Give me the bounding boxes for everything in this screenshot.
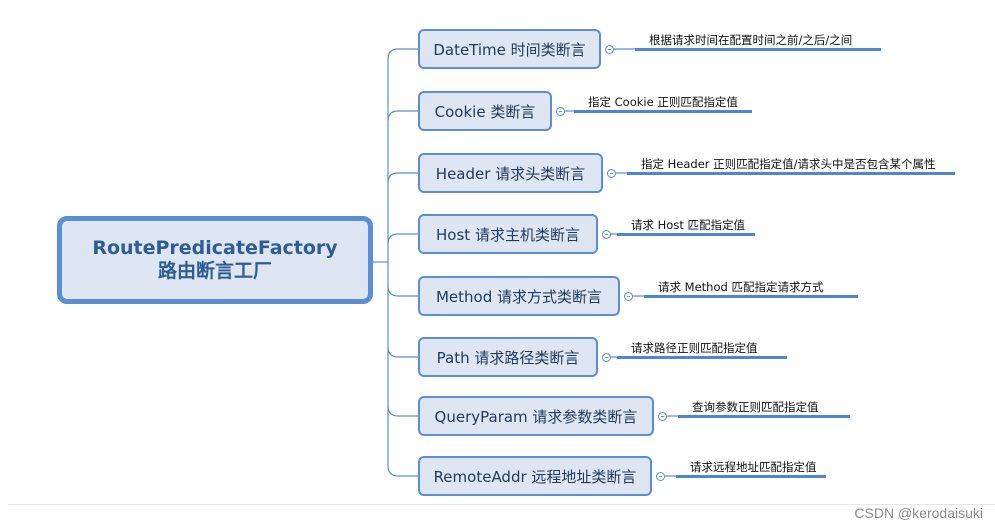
leaf-detail-text: 指定 Header 正则匹配指定值/请求头中是否包含某个属性	[641, 157, 936, 171]
leaf-underline	[617, 233, 755, 236]
branch-label: RemoteAddr 远程地址类断言	[433, 467, 637, 486]
leaf-detail-text: 请求 Host 匹配指定值	[631, 218, 745, 232]
leaf-detail-text: 请求 Method 匹配指定请求方式	[658, 280, 824, 294]
branch-node[interactable]: Path 请求路径类断言	[418, 337, 598, 377]
branch-connector	[387, 405, 418, 417]
collapse-minus-icon[interactable]	[605, 45, 614, 54]
branch-connector	[387, 346, 418, 358]
root-title-zh: 路由断言工厂	[157, 260, 272, 282]
branch-connector	[387, 110, 418, 122]
branch-connector	[387, 285, 418, 297]
leaf-detail-text: 根据请求时间在配置时间之前/之后/之间	[649, 33, 853, 47]
root-node[interactable]: RoutePredicateFactory 路由断言工厂	[57, 216, 373, 304]
branch-node[interactable]: Method 请求方式类断言	[418, 276, 620, 316]
branch-connector	[387, 233, 418, 245]
branch-label: QueryParam 请求参数类断言	[434, 407, 638, 426]
branch-label: Method 请求方式类断言	[435, 287, 603, 306]
collapse-minus-icon[interactable]	[624, 292, 633, 301]
leaf-underline	[627, 172, 955, 175]
leaf-underline	[635, 48, 881, 51]
branch-node[interactable]: DateTime 时间类断言	[418, 29, 601, 69]
branch-connector	[387, 48, 418, 60]
collapse-minus-icon[interactable]	[602, 230, 611, 239]
branch-label: Host 请求主机类断言	[436, 225, 580, 244]
collapse-minus-icon[interactable]	[607, 169, 616, 178]
leaf-underline	[676, 475, 826, 478]
leaf-detail-text: 请求路径正则匹配指定值	[631, 341, 758, 355]
leaf-underline	[574, 110, 752, 113]
collapse-minus-icon[interactable]	[656, 472, 665, 481]
footer-divider	[8, 504, 995, 505]
leaf-underline	[617, 356, 787, 359]
branch-node[interactable]: Header 请求头类断言	[418, 153, 603, 193]
collapse-minus-icon[interactable]	[602, 353, 611, 362]
branch-connector	[387, 172, 418, 184]
branch-node[interactable]: RemoteAddr 远程地址类断言	[418, 456, 652, 496]
leaf-underline	[644, 295, 858, 298]
leaf-detail-text: 请求远程地址匹配指定值	[690, 460, 817, 474]
branch-label: Header 请求头类断言	[435, 164, 586, 183]
branch-node[interactable]: QueryParam 请求参数类断言	[418, 396, 654, 436]
collapse-minus-icon[interactable]	[556, 107, 565, 116]
branch-label: Cookie 类断言	[434, 102, 536, 121]
collapse-minus-icon[interactable]	[658, 412, 667, 421]
branch-label: Path 请求路径类断言	[436, 348, 580, 367]
branch-node[interactable]: Cookie 类断言	[418, 91, 552, 131]
leaf-detail-text: 查询参数正则匹配指定值	[692, 400, 819, 414]
branch-connector	[387, 465, 418, 477]
root-title-en: RoutePredicateFactory	[92, 237, 338, 259]
branch-label: DateTime 时间类断言	[433, 40, 586, 59]
branch-node[interactable]: Host 请求主机类断言	[418, 214, 598, 254]
watermark: CSDN @kerodaisuki	[854, 505, 983, 521]
leaf-detail-text: 指定 Cookie 正则匹配指定值	[588, 95, 738, 109]
leaf-underline	[678, 415, 850, 418]
